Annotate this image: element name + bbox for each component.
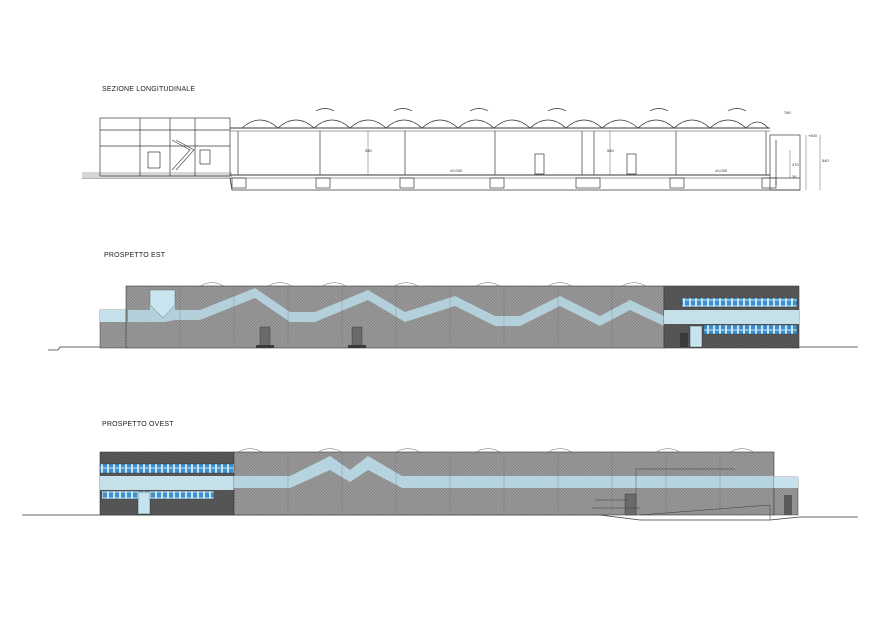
west-elevation-drawing bbox=[22, 448, 858, 521]
longitudinal-section-drawing bbox=[82, 108, 821, 191]
title-east-elevation: PROSPETTO EST bbox=[104, 252, 166, 259]
dim-label: 780 bbox=[784, 110, 791, 115]
level-label: ±0,000 bbox=[450, 168, 463, 173]
dim-label: 30 bbox=[792, 174, 797, 179]
dim-label: 470 bbox=[792, 162, 799, 167]
east-elevation-drawing bbox=[48, 282, 858, 351]
dim-label: 580 bbox=[607, 148, 614, 153]
level-label: ±0,000 bbox=[715, 168, 728, 173]
dim-label: 580 bbox=[365, 148, 372, 153]
title-west-elevation: PROSPETTO OVEST bbox=[102, 421, 174, 428]
dim-label: 540 bbox=[822, 158, 829, 163]
longitudinal-section-labels: 780 +400 540 470 30 580 580 ±0,000 ±0,00… bbox=[365, 110, 829, 179]
title-longitudinal-section: SEZIONE LONGITUDINALE bbox=[102, 86, 196, 93]
dim-label: +400 bbox=[808, 133, 818, 138]
